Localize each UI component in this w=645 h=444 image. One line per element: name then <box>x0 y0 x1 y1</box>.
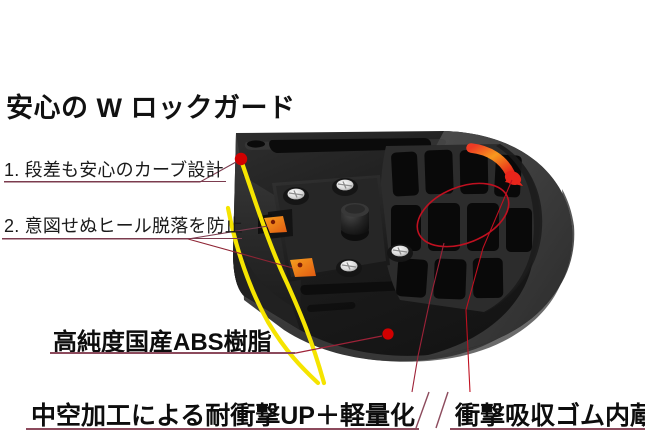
feature-label-abs-resin-underline <box>50 352 295 354</box>
screw <box>332 178 358 196</box>
feature-label-hollow-processing: 中空加工による耐衝撃UP＋軽量化 <box>31 402 415 430</box>
feature-bullet-1-rule <box>4 181 226 182</box>
feature-label-abs-resin: 高純度国産ABS樹脂 <box>53 329 272 356</box>
feature-label-hollow-processing-underline <box>26 428 419 430</box>
feature-label-shock-rubber: 衝撃吸収ゴム内蔵 <box>455 402 645 430</box>
feature-label-shock-rubber-underline <box>450 428 645 430</box>
screw <box>387 244 413 262</box>
feature-bullet-1: 1. 段差も安心のカーブ設計 <box>4 160 224 180</box>
screw <box>283 187 309 205</box>
screw <box>336 259 362 277</box>
center-knob <box>341 203 369 241</box>
feature-bullet-2-rule <box>2 238 242 239</box>
feature-bullet-2: 2. 意図せぬヒール脱落を防止 <box>4 216 244 236</box>
page-title: 安心の W ロックガード <box>6 93 296 123</box>
